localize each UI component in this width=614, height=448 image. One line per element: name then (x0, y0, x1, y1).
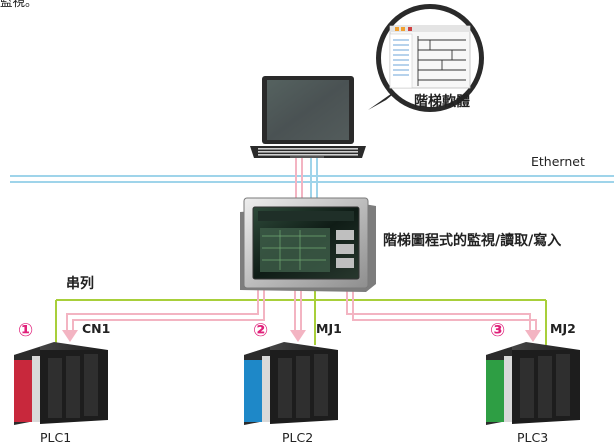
plc1-icon (14, 342, 108, 425)
network-label: Ethernet (531, 154, 585, 169)
hmi-panel-icon (240, 197, 376, 292)
plc3-marker: ③ (490, 320, 506, 341)
plc2-port: MJ1 (316, 321, 342, 336)
plc2-marker: ② (253, 320, 269, 341)
plc2-name: PLC2 (282, 430, 314, 445)
plc2-icon (244, 342, 338, 425)
top-partial-text: 監視。 (0, 0, 38, 9)
plc1-marker: ① (18, 320, 34, 341)
serial-label: 串列 (66, 276, 94, 292)
laptop-icon (250, 76, 366, 158)
plc3-name: PLC3 (517, 430, 549, 445)
software-label: 階梯軟體 (414, 94, 470, 110)
plc1-name: PLC1 (40, 430, 72, 445)
plc3-port: MJ2 (550, 321, 576, 336)
laptop-hmi-link (295, 158, 318, 198)
hmi-caption: 階梯圖程式的監視/讀取/寫入 (383, 233, 562, 249)
plc1-port: CN1 (82, 321, 111, 336)
plc3-icon (486, 342, 580, 425)
arrow-heads (62, 330, 541, 342)
ladder-software-callout (368, 4, 484, 112)
hmi-plc-arrows (66, 288, 537, 330)
